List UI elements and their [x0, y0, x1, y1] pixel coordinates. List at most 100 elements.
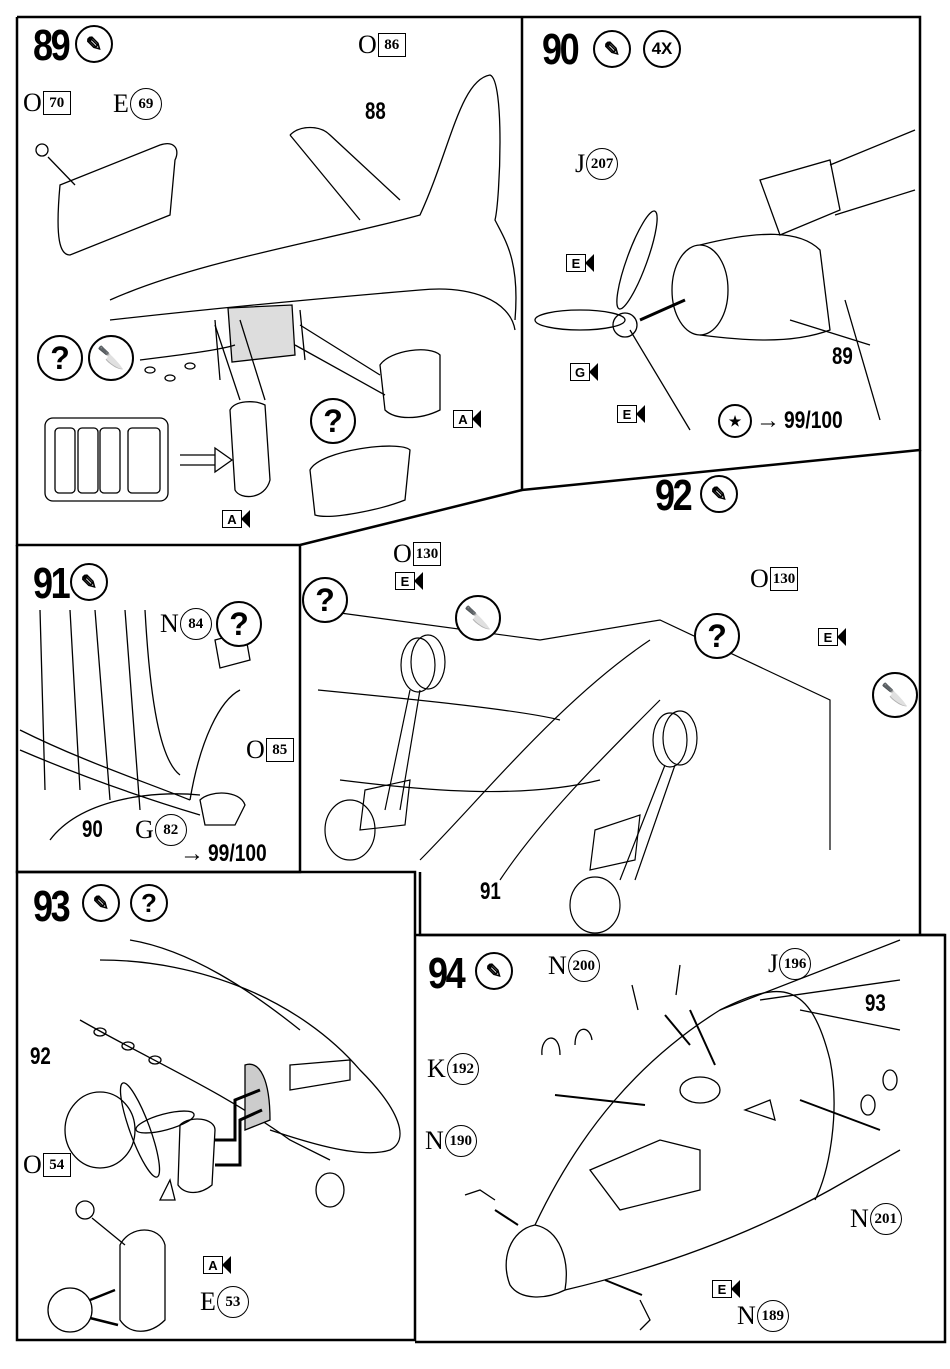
part-number: 190	[445, 1125, 477, 1157]
knife-icon: 🔪	[88, 335, 134, 381]
part-number: 207	[586, 148, 618, 180]
reference-number: 92	[30, 1045, 51, 1069]
part-number: 196	[779, 948, 811, 980]
sprue-flag: A	[222, 510, 250, 528]
part-number: 84	[180, 608, 212, 640]
goto-label: 99/100	[208, 840, 267, 868]
question-icon: ?	[216, 601, 262, 647]
reference-number: 88	[365, 100, 386, 124]
step-number: 93	[33, 885, 68, 929]
flag-letter: A	[203, 1256, 223, 1274]
sprue-letter: J	[575, 151, 585, 177]
sprue-letter: O	[358, 32, 377, 58]
flag-letter: A	[453, 410, 473, 428]
step-number: 94	[428, 952, 463, 996]
flag-letter: A	[222, 510, 242, 528]
part-number: 192	[447, 1053, 479, 1085]
reference-number: 89	[832, 345, 853, 369]
step-92-illustration	[318, 610, 830, 933]
question-icon: ?	[694, 613, 740, 659]
part-number: 53	[217, 1286, 249, 1318]
sprue-flag: G	[570, 363, 598, 381]
part-label: O86	[358, 32, 406, 58]
part-number: 200	[568, 950, 600, 982]
knife-icon: 🔪	[872, 672, 918, 718]
flag-letter: E	[395, 572, 415, 590]
flag-letter: G	[570, 363, 590, 381]
glue-tube-icon: ✎	[475, 952, 513, 990]
sprue-flag: E	[712, 1280, 740, 1298]
sprue-flag: E	[566, 254, 594, 272]
step-94-illustration	[465, 940, 900, 1330]
part-number: 69	[130, 88, 162, 120]
sprue-flag: E	[818, 628, 846, 646]
glue-tube-icon: ✎	[82, 884, 120, 922]
reference-number: 91	[480, 880, 501, 904]
sprue-letter: O	[246, 737, 265, 763]
sprue-flag: E	[617, 405, 645, 423]
part-label: O85	[246, 737, 294, 763]
part-number: 201	[870, 1203, 902, 1235]
flag-letter: E	[712, 1280, 732, 1298]
flag-letter: E	[818, 628, 838, 646]
sprue-letter: O	[750, 566, 769, 592]
step-number: 90	[542, 28, 577, 72]
part-number: 130	[770, 567, 799, 591]
question-icon: ?	[130, 884, 168, 922]
goto-step: ★ → 99/100	[718, 404, 857, 438]
glue-tube-icon: ✎	[593, 30, 631, 68]
sprue-flag: A	[203, 1256, 231, 1274]
step-number: 89	[33, 24, 68, 68]
goto-step: → 99/100	[180, 840, 281, 868]
decal-icon: ★	[718, 404, 752, 438]
sprue-letter: O	[23, 1152, 42, 1178]
step-89-illustration	[36, 75, 516, 516]
part-number: 189	[757, 1300, 789, 1332]
reference-number: 93	[865, 992, 886, 1016]
sprue-letter: E	[113, 91, 129, 117]
sprue-letter: N	[160, 611, 179, 637]
sprue-letter: O	[393, 541, 412, 567]
glue-tube-icon: ✎	[75, 25, 113, 63]
knife-icon: 🔪	[455, 595, 501, 641]
quantity-badge: 4X	[643, 30, 681, 68]
part-number: 130	[413, 542, 442, 566]
sprue-letter: N	[737, 1303, 756, 1329]
sprue-letter: E	[200, 1289, 216, 1315]
sprue-flag: A	[453, 410, 481, 428]
sprue-letter: N	[548, 953, 567, 979]
flag-letter: E	[566, 254, 586, 272]
question-icon: ?	[302, 577, 348, 623]
goto-label: 99/100	[784, 407, 843, 435]
glue-tube-icon: ✎	[700, 475, 738, 513]
sprue-letter: J	[768, 951, 778, 977]
flag-letter: E	[617, 405, 637, 423]
part-number: 86	[378, 33, 406, 57]
reference-number: 90	[82, 818, 103, 842]
part-number: 70	[43, 91, 71, 115]
sprue-letter: N	[425, 1128, 444, 1154]
part-number: 54	[43, 1153, 71, 1177]
question-icon: ?	[37, 335, 83, 381]
step-number: 91	[33, 562, 68, 606]
sprue-letter: K	[427, 1056, 446, 1082]
glue-tube-icon: ✎	[70, 563, 108, 601]
arrow-icon: →	[756, 407, 780, 435]
sprue-flag: E	[395, 572, 423, 590]
